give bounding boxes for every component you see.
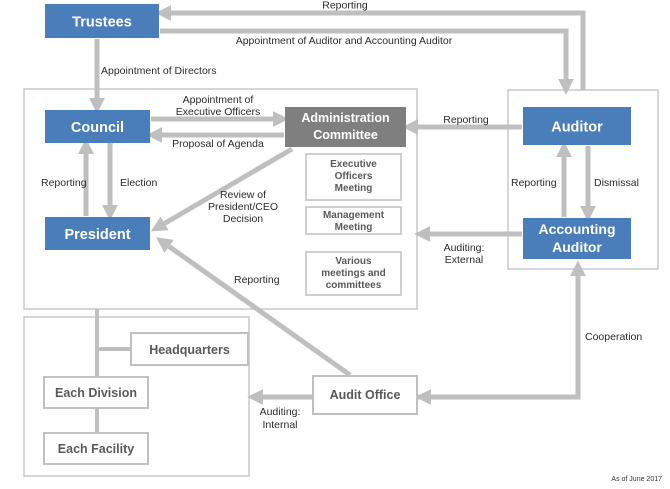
each-facility-label: Each Facility (58, 442, 134, 456)
exec-meeting-line3: Meeting (335, 183, 373, 194)
label-reporting-president: Reporting (234, 274, 280, 286)
president-node: President (45, 217, 150, 250)
accounting-auditor-label-line2: Auditor (552, 239, 602, 255)
auditor-label: Auditor (551, 120, 603, 136)
label-appointment-auditors: Appointment of Auditor and Accounting Au… (236, 35, 453, 47)
various-line3: committees (326, 280, 382, 291)
admin-committee-label-line2: Committee (313, 128, 378, 142)
auditor-node: Auditor (523, 107, 631, 145)
label-auditing-external-line2: External (445, 254, 484, 266)
label-election: Election (120, 177, 158, 189)
arrow-admin-to-president (150, 146, 294, 232)
label-review-line3: Decision (223, 213, 263, 225)
headquarters-node: Headquarters (130, 332, 249, 366)
accounting-auditor-label-line1: Accounting (539, 221, 616, 237)
label-appointment-directors: Appointment of Directors (101, 65, 217, 77)
label-reporting-admin: Reporting (443, 114, 489, 126)
management-meeting-box: Management Meeting (305, 206, 402, 235)
label-proposal-agenda: Proposal of Agenda (172, 138, 264, 150)
various-line1: Various (335, 256, 372, 267)
various-line2: meetings and (321, 268, 385, 279)
executive-officers-meeting-box: Executive Officers Meeting (305, 153, 402, 201)
label-auditing-internal-line1: Auditing: (260, 406, 301, 418)
label-appointment-exec-line1: Appointment of (183, 94, 254, 106)
exec-meeting-line1: Executive (330, 159, 377, 170)
arrow-auditoffice-to-president (156, 237, 352, 378)
headquarters-label: Headquarters (149, 343, 230, 357)
footnote: As of June 2017 (611, 476, 662, 483)
administration-committee-node: Administration Committee (285, 107, 406, 147)
label-reporting-auditor: Reporting (511, 177, 557, 189)
mgmt-meeting-line1: Management (323, 210, 385, 221)
each-facility-node: Each Facility (43, 432, 149, 465)
label-review-line2: President/CEO (208, 201, 278, 213)
trustees-node: Trustees (45, 4, 159, 38)
trustees-label: Trustees (72, 15, 132, 31)
president-label: President (64, 227, 130, 243)
admin-committee-label-line1: Administration (301, 111, 389, 125)
label-reporting-council: Reporting (41, 177, 87, 189)
label-auditing-internal-line2: Internal (262, 419, 297, 431)
audit-office-node: Audit Office (312, 375, 418, 415)
audit-office-label: Audit Office (330, 388, 401, 402)
mgmt-meeting-line2: Meeting (335, 222, 373, 233)
accounting-auditor-node: Accounting Auditor (523, 218, 631, 259)
label-dismissal: Dismissal (594, 177, 639, 189)
label-appointment-exec-line2: Executive Officers (176, 106, 260, 118)
council-label: Council (71, 120, 124, 136)
each-division-node: Each Division (43, 376, 149, 409)
label-reporting-top: Reporting (322, 0, 368, 12)
label-cooperation: Cooperation (585, 331, 642, 343)
arrow-cooperation (418, 260, 587, 400)
exec-meeting-line2: Officers (335, 171, 373, 182)
each-division-label: Each Division (55, 386, 137, 400)
council-node: Council (45, 110, 150, 143)
arrow-reporting-auditor-to-trustees (155, 4, 586, 90)
various-meetings-box: Various meetings and committees (305, 251, 402, 296)
management-group-frame (23, 88, 418, 310)
arrow-appointment-trustees-to-auditor (160, 28, 575, 95)
label-review-line1: Review of (220, 189, 266, 201)
label-auditing-external-line1: Auditing: (444, 242, 485, 254)
